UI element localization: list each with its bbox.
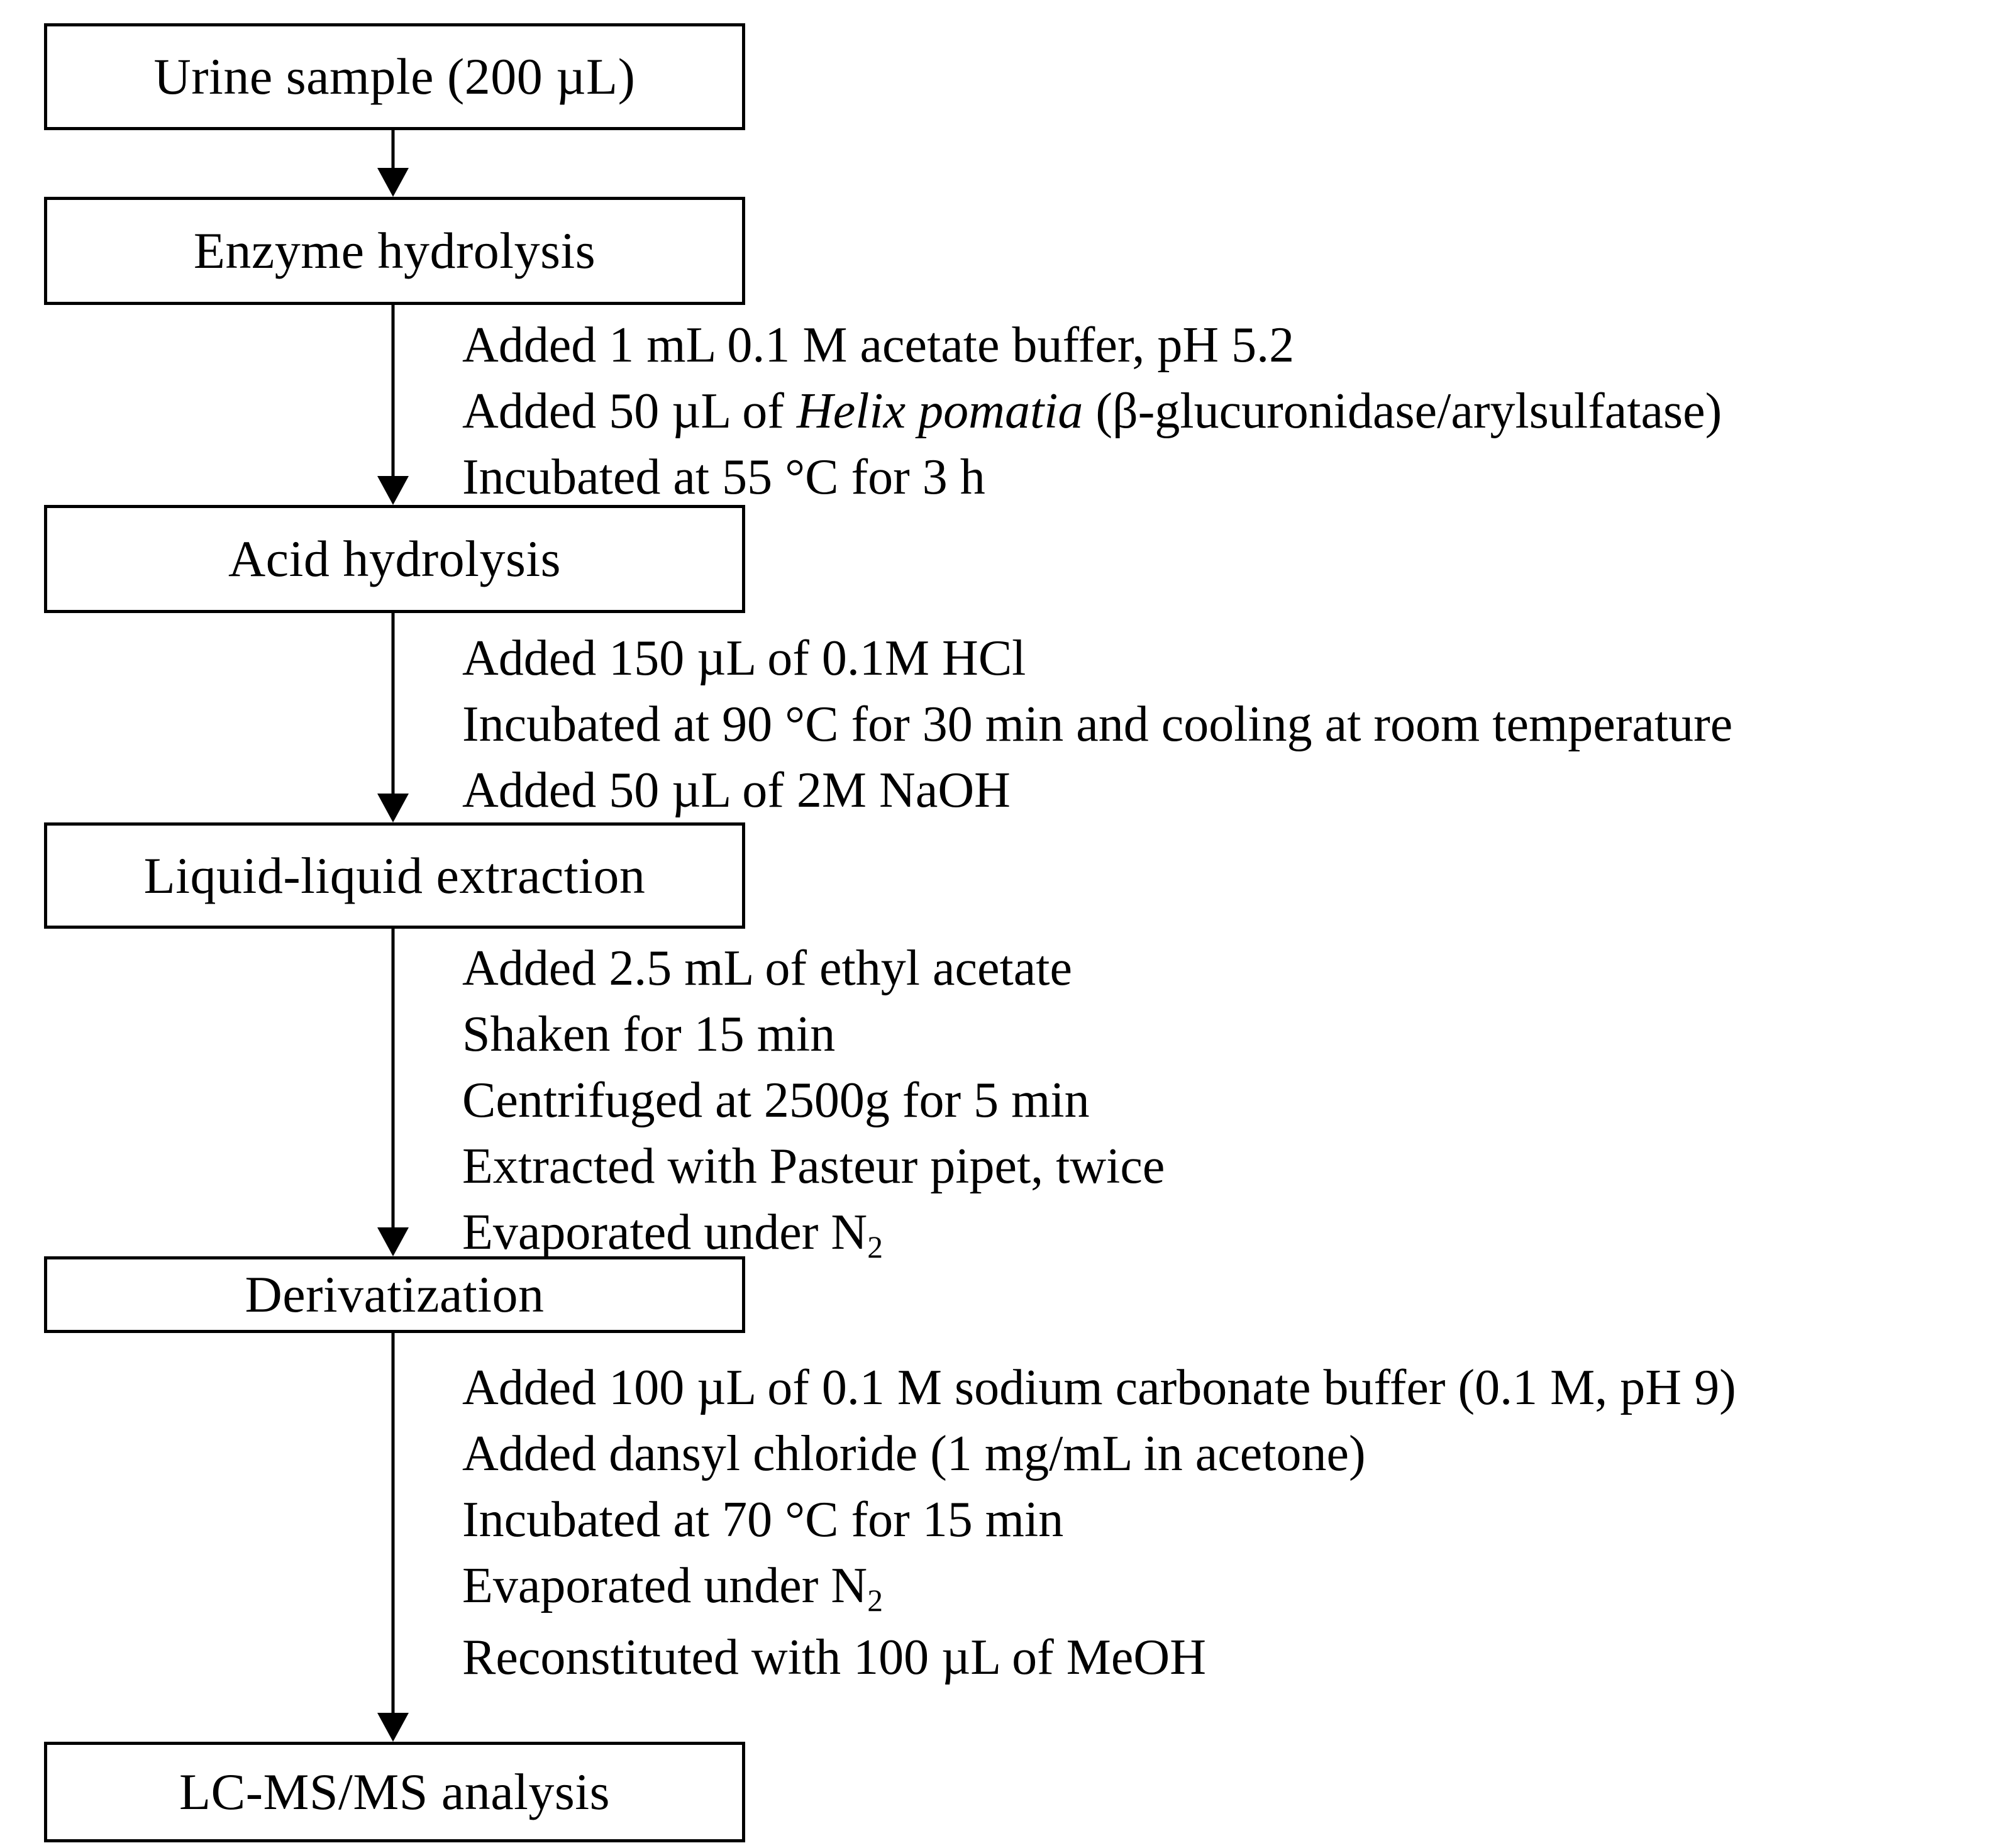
annotation-block-acid-hydrolysis: Added 150 µL of 0.1M HCl Incubated at 90… bbox=[462, 626, 1732, 824]
node-acid-hydrolysis[interactable]: Acid hydrolysis bbox=[44, 505, 745, 613]
node-liquid-liquid-extraction[interactable]: Liquid-liquid extraction bbox=[44, 822, 745, 929]
arrowhead-icon bbox=[377, 794, 409, 822]
annotation-line: Added 150 µL of 0.1M HCl bbox=[462, 631, 1026, 686]
node-label-lcmsms-analysis: LC-MS/MS analysis bbox=[179, 1763, 611, 1820]
annotation-line: Incubated at 70 °C for 15 min bbox=[462, 1492, 1064, 1547]
annotation-subscript: 2 bbox=[867, 1583, 883, 1618]
annotation-line: Added 2.5 mL of ethyl acetate bbox=[462, 941, 1072, 996]
annotation-block-liquid-liquid-extraction: Added 2.5 mL of ethyl acetate Shaken for… bbox=[462, 936, 1165, 1271]
annotation-block-derivatization: Added 100 µL of 0.1 M sodium carbonate b… bbox=[462, 1355, 1736, 1691]
node-enzyme-hydrolysis[interactable]: Enzyme hydrolysis bbox=[44, 197, 745, 305]
node-label-derivatization: Derivatization bbox=[245, 1266, 545, 1323]
annotation-text-pre: Evaporated under N bbox=[462, 1558, 868, 1613]
node-label-acid-hydrolysis: Acid hydrolysis bbox=[228, 530, 562, 587]
annotation-line: Extracted with Pasteur pipet, twice bbox=[462, 1139, 1165, 1194]
annotation-line: Shaken for 15 min bbox=[462, 1007, 836, 1062]
annotation-line: Incubated at 90 °C for 30 min and coolin… bbox=[462, 697, 1733, 752]
annotation-line: Added 50 µL of Helix pomatia (β-glucuron… bbox=[462, 379, 1722, 445]
annotation-line: Added 100 µL of 0.1 M sodium carbonate b… bbox=[462, 1360, 1736, 1415]
connector-shaft bbox=[391, 130, 395, 168]
annotation-line: Evaporated under N2 bbox=[462, 1200, 1165, 1271]
annotation-line: Added 50 µL of 2M NaOH bbox=[462, 763, 1011, 818]
arrowhead-icon bbox=[377, 1713, 409, 1742]
connector-shaft bbox=[391, 305, 395, 476]
annotation-subscript: 2 bbox=[867, 1229, 883, 1264]
annotation-line: Reconstituted with 100 µL of MeOH bbox=[462, 1630, 1206, 1685]
annotation-line: Added dansyl chloride (1 mg/mL in aceton… bbox=[462, 1426, 1366, 1481]
connector-shaft bbox=[391, 613, 395, 794]
annotation-line: Evaporated under N2 bbox=[462, 1553, 1736, 1625]
annotation-text-pre: Added 50 µL of bbox=[462, 384, 797, 439]
annotation-line: Added 1 mL 0.1 M acetate buffer, pH 5.2 bbox=[462, 318, 1295, 373]
annotation-text-pre: Evaporated under N bbox=[462, 1205, 868, 1260]
node-urine-sample[interactable]: Urine sample (200 µL) bbox=[44, 23, 745, 130]
annotation-line: Centrifuged at 2500g for 5 min bbox=[462, 1073, 1090, 1128]
annotation-text-post: (β-glucuronidase/arylsulfatase) bbox=[1083, 384, 1722, 439]
node-derivatization[interactable]: Derivatization bbox=[44, 1256, 745, 1333]
annotation-block-enzyme-hydrolysis: Added 1 mL 0.1 M acetate buffer, pH 5.2 … bbox=[462, 313, 1722, 511]
node-label-urine-sample: Urine sample (200 µL) bbox=[153, 48, 636, 105]
annotation-line: Incubated at 55 °C for 3 h bbox=[462, 450, 985, 505]
node-label-liquid-liquid-extraction: Liquid-liquid extraction bbox=[143, 846, 646, 904]
arrowhead-icon bbox=[377, 476, 409, 505]
node-lcmsms-analysis[interactable]: LC-MS/MS analysis bbox=[44, 1742, 745, 1842]
connector-shaft bbox=[391, 929, 395, 1227]
node-label-enzyme-hydrolysis: Enzyme hydrolysis bbox=[193, 222, 596, 279]
arrowhead-icon bbox=[377, 168, 409, 197]
connector-shaft bbox=[391, 1333, 395, 1713]
annotation-species-name: Helix pomatia bbox=[796, 384, 1083, 439]
arrowhead-icon bbox=[377, 1227, 409, 1256]
